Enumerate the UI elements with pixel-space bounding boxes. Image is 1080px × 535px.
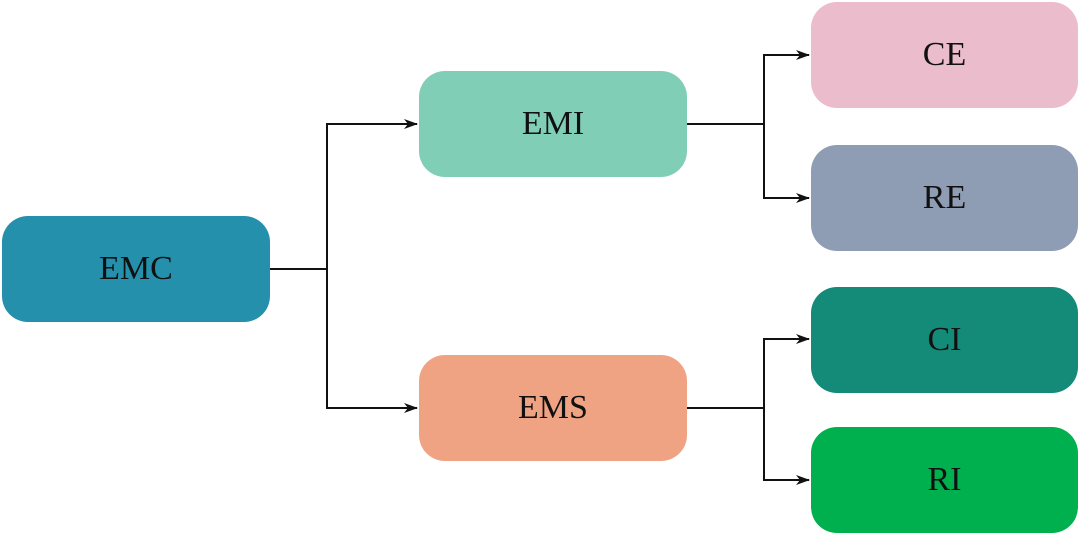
node-ri-label: RI (927, 461, 962, 498)
edge-emi-ce (687, 50, 810, 125)
edge-ems-ri (763, 408, 810, 485)
edge-emc-ems (326, 269, 418, 413)
node-ems-label: EMS (518, 389, 588, 426)
node-ems: EMS (419, 355, 687, 461)
edge-emi-re (763, 124, 810, 203)
node-ci: CI (811, 287, 1078, 393)
node-emi: EMI (419, 71, 687, 177)
node-re-label: RE (922, 179, 967, 216)
node-emc: EMC (2, 216, 270, 322)
node-ci-label: CI (927, 321, 962, 358)
edge-emc-emi (270, 119, 418, 270)
node-emi-label: EMI (521, 105, 585, 142)
node-ce-label: CE (922, 36, 967, 73)
node-emc-label: EMC (99, 250, 173, 287)
node-ri: RI (811, 427, 1078, 533)
node-re: RE (811, 145, 1078, 251)
node-ce: CE (811, 2, 1078, 108)
edge-ems-ci (687, 334, 810, 409)
